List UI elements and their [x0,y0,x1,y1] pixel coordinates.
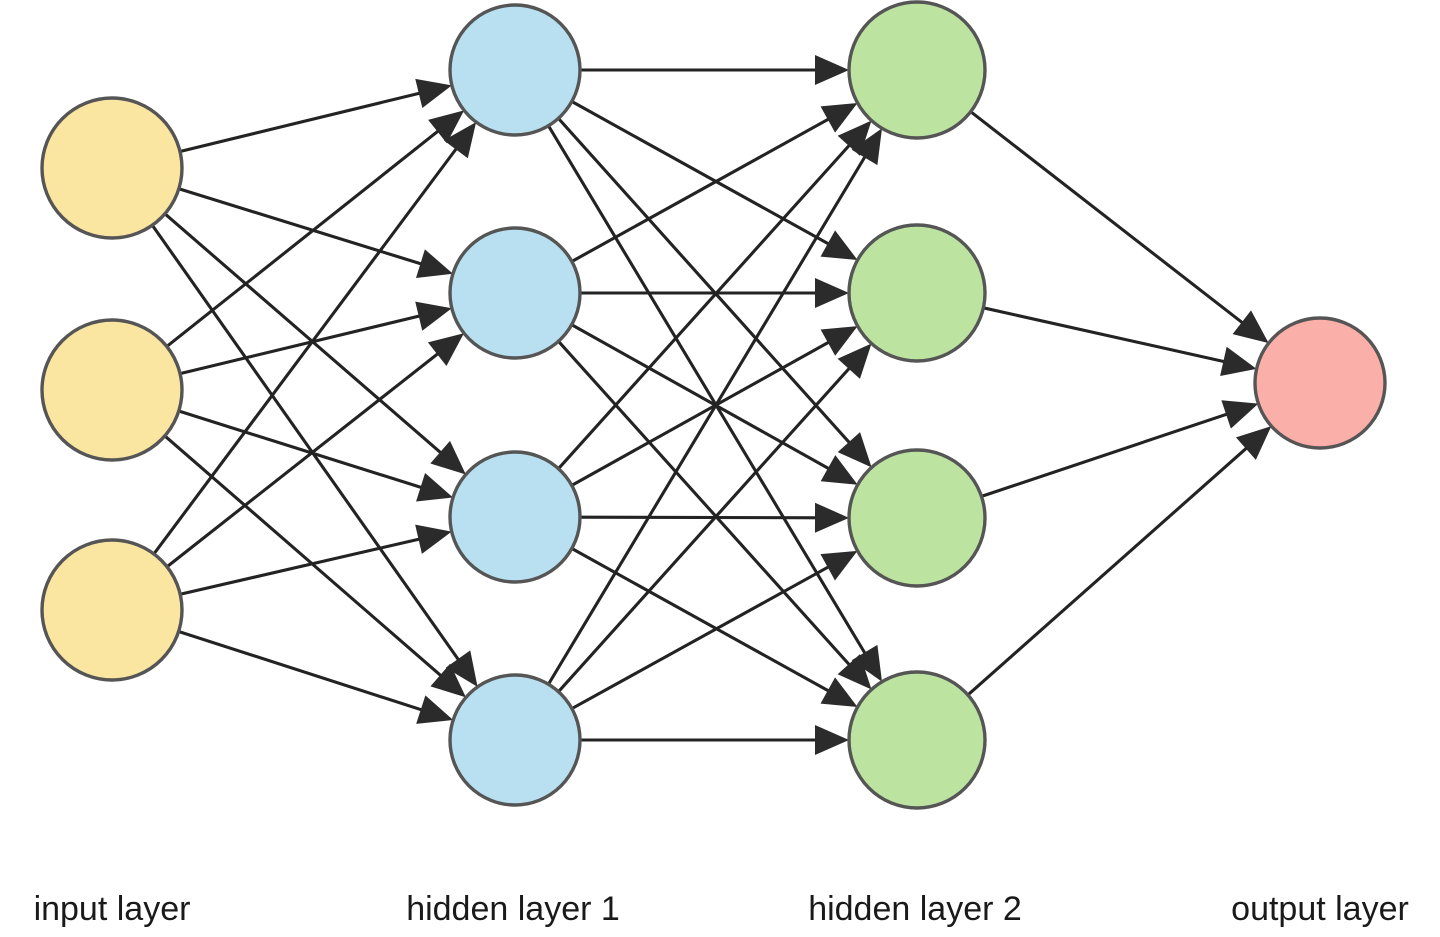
layer-label-hidden1: hidden layer 1 [406,890,620,928]
neuron-node-hidden1-2[interactable] [448,226,582,360]
arrow-icon [837,654,872,690]
nodes-group [40,0,1387,810]
connection-edge [969,110,1253,332]
layer-label-input: input layer [34,890,191,928]
arrow-icon [416,695,454,724]
arrow-icon [815,278,849,308]
connection-edge [557,135,859,470]
arrow-icon [416,249,453,278]
arrow-icon [851,644,883,682]
neuron-node-hidden1-4[interactable] [448,673,582,807]
neuron-node-input-2[interactable] [40,318,184,462]
connection-edge [179,88,432,153]
neuron-node-hidden2-1[interactable] [847,0,987,140]
connection-edge [178,630,434,716]
neuron-node-hidden2-4[interactable] [847,670,987,810]
arrow-icon [837,432,872,468]
connection-edge [557,358,859,693]
connection-edge [151,224,467,671]
arrow-icon [428,110,465,144]
neuron-node-hidden1-1[interactable] [448,3,582,137]
arrow-icon [815,55,849,85]
connection-edge [178,187,434,269]
arrow-icon [820,102,858,133]
neuron-node-hidden1-3[interactable] [448,450,582,584]
connection-edge [571,559,840,710]
layer-labels-group: input layer hidden layer 1 hidden layer 2 o… [34,890,1409,928]
connection-edge [178,409,434,493]
arrow-icon [820,677,858,708]
arrow-icon [415,301,452,331]
arrow-icon [837,343,872,379]
arrow-icon [427,333,464,366]
arrow-icon [430,663,466,698]
arrow-icon [416,472,454,502]
arrow-icon [430,440,466,475]
connection-edge [179,534,432,596]
neuron-node-hidden2-3[interactable] [847,448,987,588]
arrow-icon [445,650,478,687]
neuron-node-input-3[interactable] [40,538,184,682]
connection-edge [570,323,841,476]
connection-edge [165,122,449,348]
connection-edge [571,111,840,263]
connection-edge [980,408,1239,498]
layer-label-hidden2: hidden layer 2 [808,890,1022,928]
connection-edge [166,345,449,568]
neuron-node-hidden2-2[interactable] [847,223,987,363]
edges-group [151,68,1257,742]
connection-edge [571,335,840,487]
arrow-icon [851,128,883,166]
neuron-node-input-1[interactable] [40,96,184,240]
arrow-icon [837,120,872,156]
connection-edge [163,212,451,462]
arrow-icon [1232,310,1269,344]
connection-edge [571,100,840,252]
connection-edge [571,547,840,699]
connection-edge [163,434,452,685]
arrow-icon [820,230,858,261]
connection-edge [983,306,1237,366]
arrow-icon [815,725,849,755]
arrow-icon [820,550,858,581]
arrow-icon [820,326,858,356]
connection-edge [557,340,859,675]
neuron-node-output-1[interactable] [1253,316,1387,450]
arrow-icon [1220,346,1257,377]
arrow-icon [415,78,452,108]
arrow-icon [443,122,477,159]
connection-edge [547,124,873,665]
arrowheads-group [415,55,1272,755]
connection-edge [579,515,828,520]
connection-edge [557,117,859,453]
layer-label-output: output layer [1231,890,1409,928]
arrow-icon [814,502,849,533]
connection-edge [152,138,465,555]
arrow-icon [820,455,858,485]
connection-edge [966,438,1257,697]
arrow-icon [1235,426,1272,460]
connection-edge [547,145,873,686]
connection-edge [179,311,432,376]
arrow-icon [1221,400,1259,429]
arrow-icon [415,524,452,554]
